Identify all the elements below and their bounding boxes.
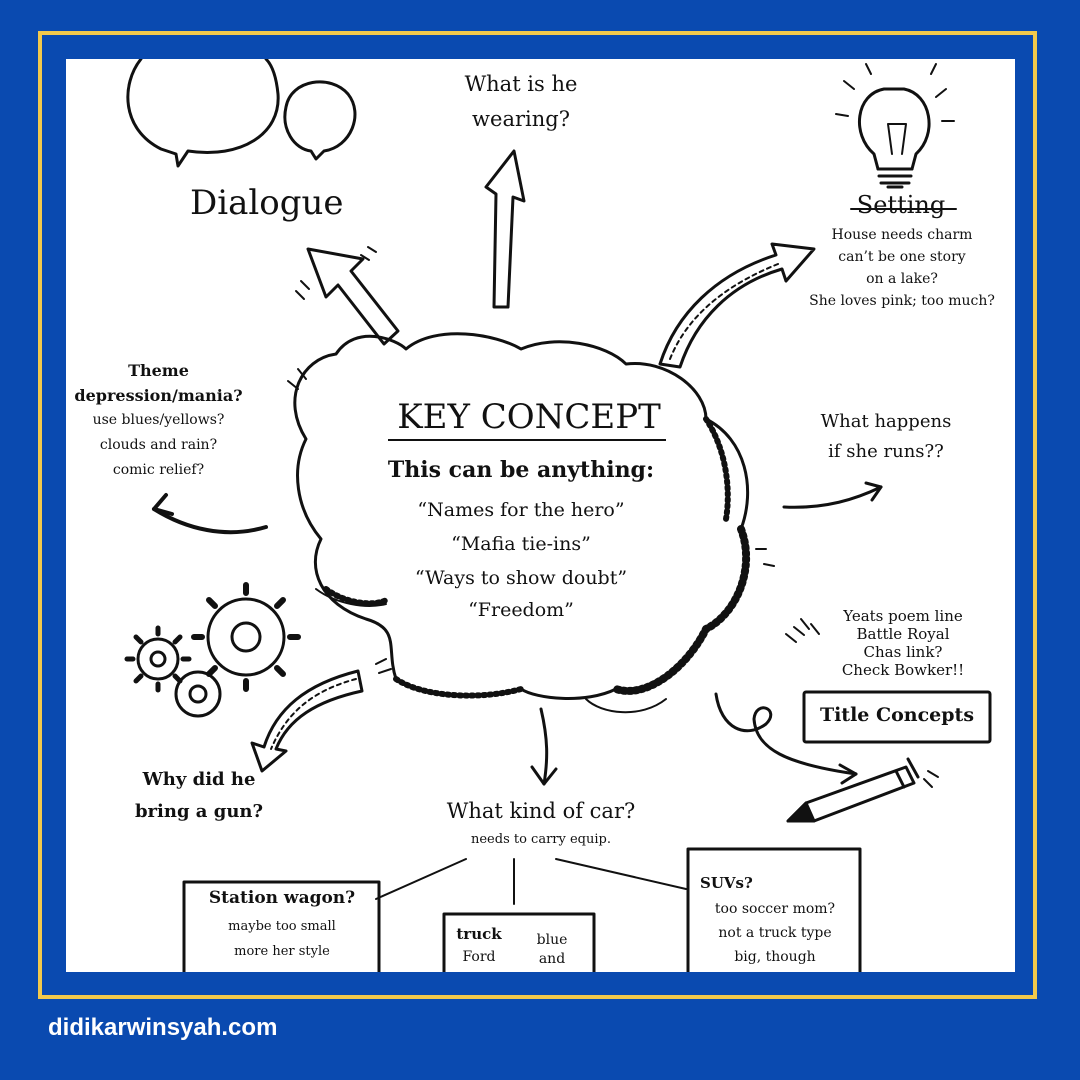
- gun-line: Why did he: [142, 769, 256, 790]
- site-url: didikarwinsyah.com: [48, 1014, 278, 1041]
- title-concepts-label: Title Concepts: [819, 704, 975, 726]
- key-concept-item: “Mafia tie-ins”: [451, 533, 591, 555]
- station-wagon-box: [182, 880, 381, 972]
- truck-line: blue: [536, 932, 568, 948]
- key-concept-subtitle: This can be anything:: [387, 457, 655, 483]
- suvs-line: not a truck type: [718, 925, 832, 941]
- gold-border-frame: [38, 31, 1037, 999]
- theme-line: comic relief?: [112, 462, 205, 478]
- lightbulb-icon: [835, 63, 955, 189]
- setting-title: Setting: [856, 191, 946, 219]
- car-note: needs to carry equip.: [470, 832, 611, 847]
- suvs-line: too soccer mom?: [714, 901, 836, 917]
- runs-line: if she runs??: [828, 441, 944, 462]
- title-note: Chas link?: [863, 643, 943, 661]
- runs-arrow: [782, 485, 883, 509]
- dialogue-label: Dialogue: [190, 183, 344, 223]
- title-concepts-arrow: [714, 692, 858, 776]
- gun-line: bring a gun?: [134, 801, 264, 822]
- truck-line: and: [538, 951, 566, 967]
- truck-box: [442, 912, 596, 972]
- station-wagon-line: maybe too small: [228, 919, 336, 934]
- key-concept-underline: [388, 439, 666, 441]
- title-concepts-box: [802, 690, 992, 744]
- setting-line: on a lake?: [866, 271, 938, 287]
- suvs-title: SUVs?: [700, 874, 753, 892]
- pencil-icon: [786, 757, 939, 823]
- car-arrow: [539, 707, 549, 786]
- theme-title: Theme: [128, 361, 189, 380]
- theme-arrow: [152, 507, 268, 535]
- theme-subtitle: depression/mania?: [74, 386, 243, 405]
- theme-line: clouds and rain?: [99, 437, 218, 453]
- title-note: Yeats poem line: [843, 607, 963, 625]
- setting-arrow: [658, 242, 816, 369]
- setting-line: can’t be one story: [838, 249, 966, 265]
- runs-line: What happens: [820, 411, 952, 432]
- mind-map-canvas: KEY CONCEPT This can be anything: “Names…: [66, 59, 1015, 972]
- suvs-box: [686, 847, 862, 972]
- setting-line: House needs charm: [831, 227, 973, 243]
- dialogue-arrow: [306, 247, 400, 346]
- theme-line: use blues/yellows?: [92, 412, 225, 428]
- suvs-line: big, though: [734, 949, 816, 965]
- wearing-arrow: [484, 149, 526, 309]
- key-concept-item: “Names for the hero”: [417, 499, 625, 521]
- key-concept-item: “Freedom”: [468, 599, 574, 621]
- brain-icon: [287, 332, 820, 714]
- truck-title: truck: [456, 925, 502, 943]
- mind-map-drawing: [124, 59, 992, 972]
- setting-line: She loves pink; too much?: [809, 293, 995, 309]
- gears-icon: [124, 582, 301, 718]
- gun-arrow: [250, 669, 364, 773]
- station-wagon-title: Station wagon?: [208, 888, 356, 908]
- key-concept-item: “Ways to show doubt”: [414, 567, 628, 589]
- wearing-line: wearing?: [472, 107, 570, 131]
- title-note: Check Bowker!!: [841, 661, 965, 679]
- truck-brand: Ford: [462, 949, 496, 965]
- station-wagon-line: more her style: [234, 944, 330, 959]
- key-concept-title: KEY CONCEPT: [397, 397, 661, 437]
- speech-bubbles-icon: [126, 59, 357, 168]
- car-question: What kind of car?: [446, 799, 636, 823]
- title-note: Battle Royal: [856, 625, 950, 643]
- wearing-line: What is he: [464, 72, 578, 96]
